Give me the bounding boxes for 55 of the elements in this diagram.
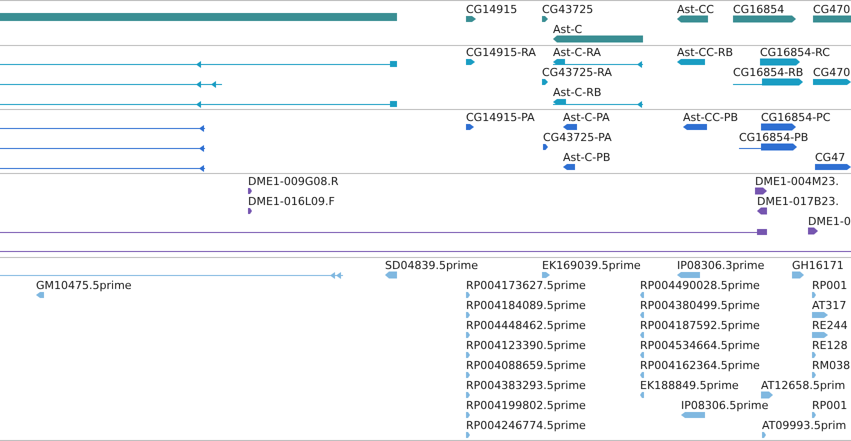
feature-label: Ast-C-RB <box>553 86 602 99</box>
feature-label: EK169039.5prime <box>542 259 641 272</box>
feature-label: Ast-CC-RB <box>677 46 734 59</box>
feature-label: CG16854-RC <box>760 46 830 59</box>
feature-label: RP004448462.5prime <box>466 319 586 332</box>
feature-label: Ast-C <box>553 23 582 36</box>
feature-label: RE244 <box>812 319 848 332</box>
feature-label: SD04839.5prime <box>385 259 478 272</box>
feature-label: CG14915-PA <box>466 111 535 124</box>
feature-label: CG47 <box>815 151 846 164</box>
feature-label: Ast-C-PA <box>563 111 610 124</box>
feature-label: RP004123390.5prime <box>466 339 586 352</box>
feature-label: CG16854 <box>733 3 784 16</box>
feature-label: IP08306.3prime <box>677 259 764 272</box>
feature-label: CG14915-RA <box>466 46 536 59</box>
feature-label: RP004199802.5prime <box>466 399 586 412</box>
feature-label: DME1-016L09.F <box>248 195 335 208</box>
feature-label: CG16854-PC <box>761 111 830 124</box>
feature-label: AT12658.5prim <box>761 379 846 392</box>
feature-label: CG43725-RA <box>542 66 612 79</box>
feature-label: RP004187592.5prime <box>640 319 760 332</box>
feature-label: Ast-CC-PB <box>683 111 738 124</box>
feature-label: RE128 <box>812 339 848 352</box>
feature-label: DME1-0 <box>808 215 851 228</box>
feature-label: EK188849.5prime <box>640 379 739 392</box>
feature-label: RP004173627.5prime <box>466 279 586 292</box>
feature-label: DME1-017B23. <box>757 195 839 208</box>
feature-label: DME1-009G08.R <box>248 175 339 188</box>
feature-label: RP004534664.5prime <box>640 339 760 352</box>
feature-label: GH16171 <box>792 259 844 272</box>
feature-label: CG14915 <box>466 3 518 16</box>
feature-label: RP004380499.5prime <box>640 299 760 312</box>
feature-label: Ast-C-RA <box>553 46 601 59</box>
feature-label: CG16854-RB <box>733 66 804 79</box>
feature-label: Ast-C-PB <box>563 151 610 164</box>
feature-label: AT09993.5prim <box>762 419 846 432</box>
feature-label: RP004383293.5prime <box>466 379 586 392</box>
feature-label: CG43725 <box>542 3 594 16</box>
feature-label: RP004088659.5prime <box>466 359 586 372</box>
feature-label: RP001 <box>812 399 848 412</box>
feature-label: AT317 <box>812 299 846 312</box>
feature-label: CG43725-PA <box>543 131 612 144</box>
feature-label: IP08306.5prime <box>681 399 768 412</box>
feature-label: RP001 <box>812 279 848 292</box>
feature-label: RP004162364.5prime <box>640 359 760 372</box>
feature-label: DME1-004M23. <box>755 175 839 188</box>
feature-label: Ast-CC <box>677 3 714 16</box>
feature-label: GM10475.5prime <box>36 279 132 292</box>
feature-label: CG16854-PB <box>739 131 808 144</box>
feature-label: RP004490028.5prime <box>640 279 760 292</box>
feature-label: RP004184089.5prime <box>466 299 586 312</box>
feature-label: CG470 <box>813 66 850 79</box>
feature-label: RP004246774.5prime <box>466 419 586 432</box>
feature-label: CG470 <box>813 3 850 16</box>
feature-label: RM038 <box>812 359 850 372</box>
